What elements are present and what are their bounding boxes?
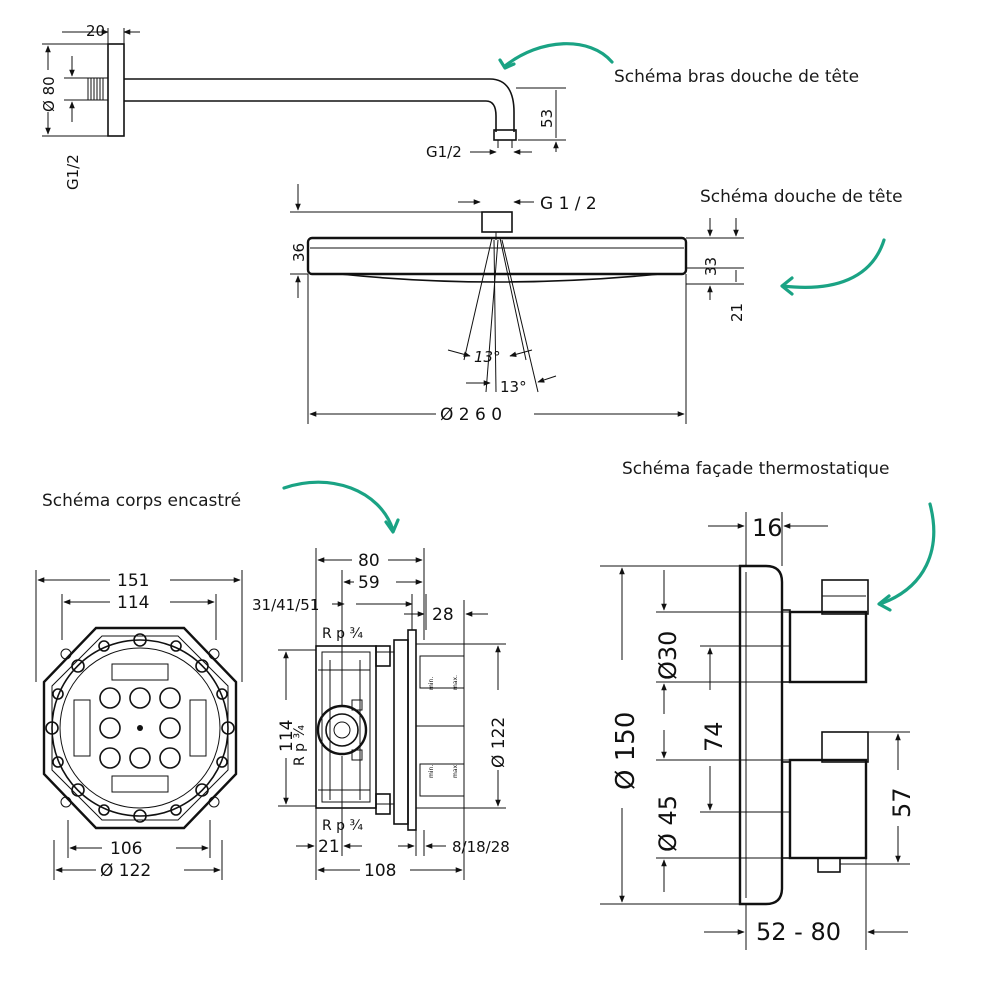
callout-facade-label: Schéma façade thermostatique [622, 459, 889, 479]
dim-57: 57 [888, 787, 916, 818]
dim-74: 74 [700, 721, 728, 752]
label-rp-top: R p ¾ [322, 626, 364, 642]
dim-16: 16 [752, 514, 783, 542]
label-rp-bottom: R p ¾ [322, 818, 364, 834]
dim-52-80: 52 - 80 [756, 918, 841, 946]
concealed-body-side-drawing: min. max. min. max. 80 59 31/41/51 28 [252, 548, 510, 881]
dim-31-41-51: 31/41/51 [252, 596, 319, 614]
green-arrow-icon [877, 502, 936, 612]
label-max-top: max. [452, 675, 459, 690]
dim-diameter-80: Ø 80 [40, 76, 58, 112]
callout-arm-label: Schéma bras douche de tête [614, 67, 859, 87]
dim-114-front: 114 [117, 593, 149, 613]
green-arrow-icon [282, 480, 400, 534]
callout-body-label: Schéma corps encastré [42, 491, 241, 511]
dim-g12-head: G 1 / 2 [540, 194, 597, 214]
dim-diameter-150: Ø 150 [611, 712, 641, 790]
dim-8-18-28: 8/18/28 [452, 838, 510, 856]
thermostatic-facade-drawing: 16 Ø 150 Ø30 74 Ø 45 57 52 [600, 512, 916, 950]
dim-g12-arm: G1/2 [64, 154, 82, 190]
label-max-bottom: max. [452, 763, 459, 778]
dim-151: 151 [117, 571, 149, 591]
concealed-body-front-drawing: 151 114 106 Ø 122 [35, 570, 243, 881]
callout-head-label: Schéma douche de tête [700, 187, 903, 207]
dim-diameter-122-front: Ø 122 [100, 861, 151, 881]
shower-head-drawing: 13° 13° G 1 / 2 36 33 21 Ø 2 6 0 [290, 184, 746, 425]
label-min-top: min. [428, 677, 435, 690]
green-arrow-icon [498, 42, 614, 70]
dim-59: 59 [358, 573, 380, 593]
dim-21-side: 21 [318, 837, 340, 857]
dim-80-side: 80 [358, 551, 380, 571]
dim-53: 53 [538, 109, 556, 128]
dim-36: 36 [290, 243, 308, 262]
dim-20: 20 [86, 22, 105, 40]
dim-108: 108 [364, 861, 396, 881]
label-rp-side: R p ¾ [292, 724, 308, 766]
dim-diameter-122-side: Ø 122 [489, 717, 509, 768]
dim-114-side: 114 [277, 720, 297, 752]
dim-28: 28 [432, 605, 454, 625]
dim-diameter-260: Ø 2 6 0 [440, 405, 502, 425]
dim-33: 33 [702, 257, 720, 276]
green-arrow-icon [780, 238, 886, 296]
dim-angle-13-b: 13° [500, 378, 527, 396]
dim-106: 106 [110, 839, 142, 859]
label-min-bottom: min. [428, 765, 435, 778]
shower-arm-drawing: 20 Ø 80 G1/2 53 G1/2 [40, 22, 566, 190]
dim-21: 21 [728, 303, 746, 322]
dim-diameter-30: Ø30 [654, 631, 682, 680]
dim-diameter-45: Ø 45 [654, 795, 682, 852]
dim-angle-13-a: 13° [474, 348, 501, 366]
dim-g12-outlet: G1/2 [426, 143, 462, 161]
